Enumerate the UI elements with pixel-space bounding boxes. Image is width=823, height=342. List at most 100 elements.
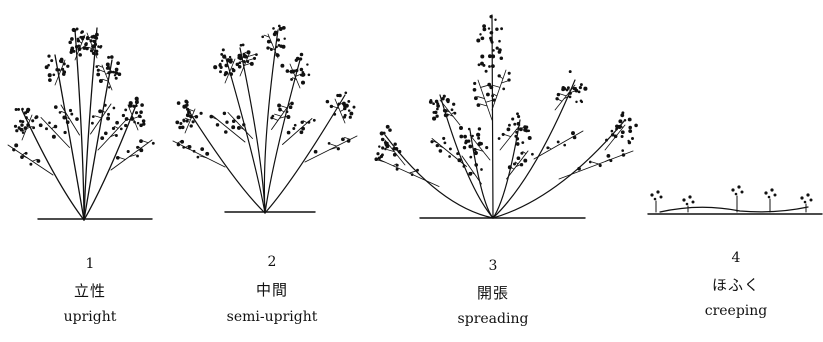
leaflet xyxy=(48,121,51,125)
leaflet xyxy=(100,136,105,141)
leaflet xyxy=(19,127,24,132)
main-stem xyxy=(83,27,98,221)
leaflet xyxy=(574,88,579,93)
leaflet xyxy=(506,127,511,132)
leaflet xyxy=(571,131,575,136)
leaflet xyxy=(98,109,103,114)
leaflet xyxy=(497,137,501,140)
habit-english: semi-upright xyxy=(226,309,318,325)
twig xyxy=(493,93,498,97)
leaflet xyxy=(435,114,439,118)
leaflet xyxy=(107,71,111,75)
leaflet xyxy=(68,40,72,45)
twig xyxy=(142,140,149,144)
leaflet xyxy=(91,51,96,56)
branch xyxy=(461,155,482,185)
leaflet xyxy=(577,166,581,171)
twig xyxy=(184,117,191,121)
leaflet xyxy=(555,97,559,101)
leaflet xyxy=(252,56,257,60)
leaflet xyxy=(70,112,74,116)
twig xyxy=(26,118,31,121)
leaflet xyxy=(134,111,139,115)
leaflet xyxy=(255,53,258,56)
twig xyxy=(51,126,56,130)
leaflet xyxy=(293,123,297,127)
twig xyxy=(99,69,106,73)
leaflet xyxy=(349,111,354,116)
leaflet xyxy=(473,147,477,152)
leaflet xyxy=(68,108,73,113)
leaflet xyxy=(275,53,280,57)
leaflet xyxy=(95,49,99,53)
leaflet xyxy=(176,101,181,105)
leaflet xyxy=(432,110,436,114)
leaflet xyxy=(231,119,236,123)
twig xyxy=(510,166,515,170)
leaflet xyxy=(513,122,517,126)
leaflet xyxy=(272,27,275,30)
leaflet xyxy=(185,103,189,107)
leaflet xyxy=(78,53,82,57)
leaflet xyxy=(17,107,21,111)
leaflet xyxy=(95,32,99,37)
leaflet xyxy=(228,60,233,64)
twig xyxy=(377,159,386,163)
leaflet xyxy=(347,99,351,103)
leaflet xyxy=(185,113,190,118)
leaflet xyxy=(459,126,463,130)
leaflet xyxy=(620,134,624,139)
leaflet xyxy=(685,202,689,206)
leaflet xyxy=(244,54,248,59)
leaflet xyxy=(627,140,632,145)
leaflet xyxy=(457,158,462,163)
twig xyxy=(272,118,279,121)
twig xyxy=(244,62,251,66)
leaflet xyxy=(656,190,660,194)
leaflet xyxy=(192,149,196,153)
leaflet xyxy=(187,110,191,114)
leaflet xyxy=(236,115,241,120)
leaflet xyxy=(477,142,481,147)
branch xyxy=(439,99,461,126)
leaflet xyxy=(381,146,385,150)
leaflet xyxy=(610,133,615,137)
leaflet xyxy=(91,121,94,125)
twig xyxy=(212,116,218,120)
branch xyxy=(477,79,493,121)
leaflet xyxy=(115,120,119,125)
leaflet xyxy=(224,63,229,68)
leaflet xyxy=(659,195,663,199)
leaflet xyxy=(397,149,402,154)
leaflet xyxy=(489,30,494,35)
leaflet xyxy=(476,38,481,43)
leaflet xyxy=(292,127,296,130)
leaflet xyxy=(45,127,48,131)
leaflet xyxy=(631,137,634,140)
leaflet xyxy=(77,44,81,48)
leaflet xyxy=(610,129,614,133)
branch xyxy=(558,150,634,180)
twig xyxy=(22,155,28,159)
leaflet xyxy=(231,68,236,73)
leaflet xyxy=(130,116,134,121)
leaflet xyxy=(583,86,588,91)
leaflet xyxy=(737,185,741,189)
leaflet xyxy=(38,123,43,128)
caption-2: 2 中間 semi-upright xyxy=(227,254,318,325)
twig xyxy=(114,125,119,129)
twig xyxy=(480,85,488,88)
leaflet xyxy=(266,46,270,50)
twig xyxy=(447,113,454,117)
leaflet xyxy=(435,143,439,148)
leaflet xyxy=(731,188,735,192)
leaflet xyxy=(225,120,229,124)
habit-number: 4 xyxy=(731,250,741,266)
twig xyxy=(299,126,303,130)
leaflet xyxy=(194,114,199,119)
leaflet xyxy=(456,152,460,156)
branch xyxy=(289,63,301,89)
twig xyxy=(302,120,308,124)
leaflet xyxy=(76,37,80,41)
